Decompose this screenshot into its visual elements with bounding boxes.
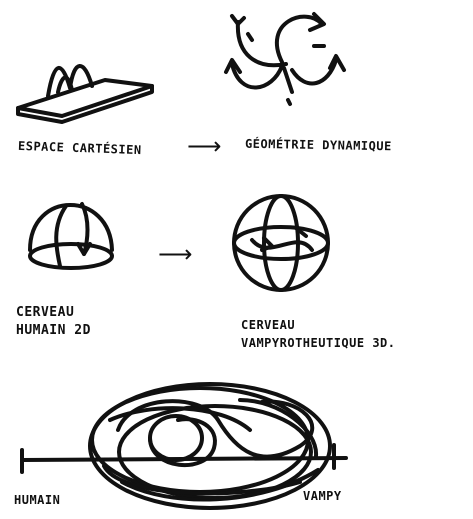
vampyroteuthis-brain-3d-drawing: [234, 196, 328, 290]
human-vampy-axis-drawing: [22, 384, 346, 508]
label-geometrie-dynamique: GÉOMÉTRIE DYNAMIQUE: [245, 137, 392, 154]
label-cerveau-vampy-line2: VAMPYROTHEUTIQUE 3D.: [241, 334, 396, 352]
label-cerveau-vampy-line1: CERVEAU: [241, 316, 396, 334]
cartesian-plane-drawing: [18, 66, 152, 122]
label-humain: HUMAIN: [14, 493, 60, 507]
label-cerveau-humain: CERVEAU HUMAIN 2D: [16, 304, 91, 340]
label-vampy: VAMPY: [303, 489, 342, 503]
arrow-right-icon: ⟶: [158, 240, 192, 268]
label-cerveau-humain-line2: HUMAIN 2D: [16, 322, 91, 340]
dynamic-geometry-drawing: [226, 14, 344, 104]
human-brain-2d-drawing: [30, 204, 112, 268]
label-cerveau-vampy: CERVEAU VAMPYROTHEUTIQUE 3D.: [241, 316, 396, 352]
arrow-right-icon: ⟶: [187, 132, 221, 160]
label-cerveau-humain-line1: CERVEAU: [16, 304, 91, 322]
